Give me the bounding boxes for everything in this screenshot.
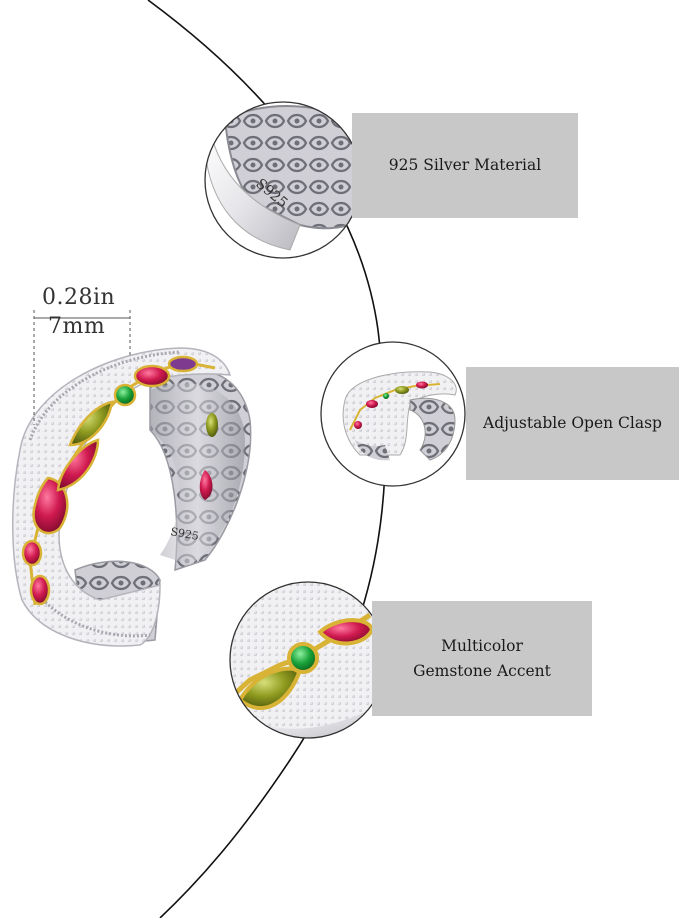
feature-text: Adjustable Open Clasp [483,414,662,432]
feature-text-line1: Multicolor [441,636,523,655]
feature-text: 925 Silver Material [388,156,542,174]
dimension-inches: 0.28in [42,285,116,310]
detail-circle-clasp [320,341,466,487]
inner-stamp: S925 [169,525,199,543]
feature-label-gemstone: Multicolor Gemstone Accent [372,601,592,716]
dimension-millimeters: 7mm [48,314,106,339]
feature-label-silver: 925 Silver Material [352,113,578,218]
feature-label-clasp: Adjustable Open Clasp [466,367,679,480]
main-ring: S925 [11,347,252,647]
width-dimension [33,310,131,425]
feature-text-line2: Gemstone Accent [413,661,551,680]
detail-circle-silver: S925 [204,101,362,259]
